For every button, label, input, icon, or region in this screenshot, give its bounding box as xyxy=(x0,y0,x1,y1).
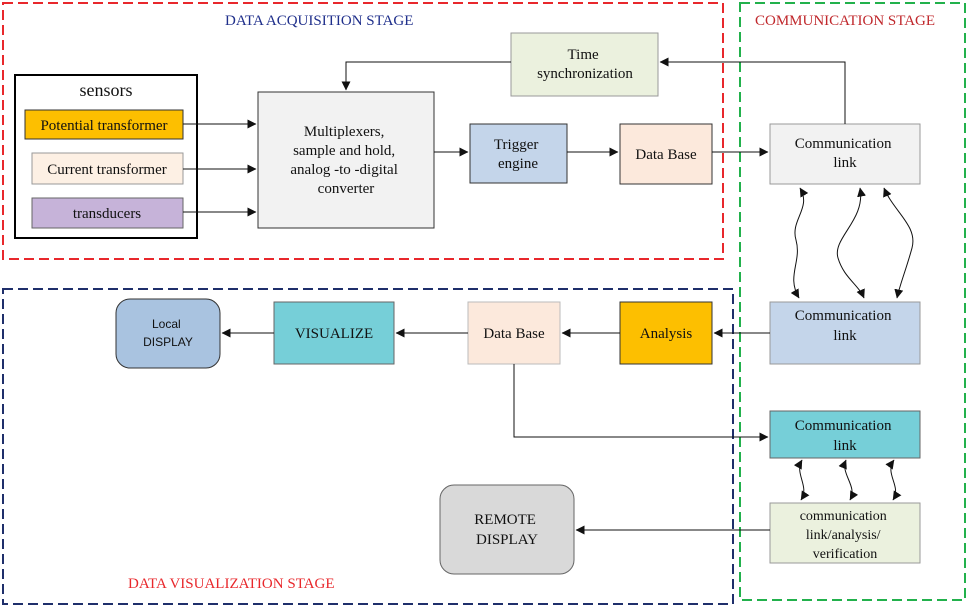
analysis-block xyxy=(619,301,713,365)
acquisition-stage-title: DATA ACQUISITION STAGE xyxy=(225,13,413,29)
local-display-block xyxy=(115,298,221,369)
transducers-box xyxy=(31,197,184,229)
time-sync-block xyxy=(510,32,659,97)
trigger-engine-line: engine xyxy=(498,156,538,172)
comm-link-mid-block xyxy=(769,301,921,365)
database-top-block xyxy=(619,123,713,185)
potential-transformer-box xyxy=(24,109,184,140)
comm-verify-line: verification xyxy=(813,547,878,562)
remote-display-label: REMOTE DISPLAY xyxy=(474,512,539,548)
wavy-link-left xyxy=(790,187,809,299)
time-sync-line: Time xyxy=(568,47,599,63)
comm-link-low-block xyxy=(769,410,921,459)
remote-display-block xyxy=(439,484,575,575)
comm-link-low-label: Communication link xyxy=(795,418,895,454)
current-transformer-label: Current transformer xyxy=(47,162,167,178)
trigger-engine-line: Trigger xyxy=(494,137,538,153)
communication-stage-title: COMMUNICATION STAGE xyxy=(755,13,935,29)
comm-link-top-line: link xyxy=(833,155,857,171)
comm-link-top-label: Communication link xyxy=(795,136,895,171)
comm-link-mid-line: Communication xyxy=(795,308,892,324)
connectors xyxy=(183,57,914,535)
wavy-link-low-left xyxy=(793,459,810,501)
visualization-stage-frame xyxy=(2,288,734,605)
multiplexer-line: Multiplexers, xyxy=(304,124,384,140)
arrow-comm-to-timesync xyxy=(659,57,846,124)
remote-display-line: REMOTE xyxy=(474,512,536,528)
wavy-link-center xyxy=(836,187,866,299)
visualize-label: VISUALIZE xyxy=(295,326,373,342)
visualize-block xyxy=(273,301,395,365)
time-sync-line: synchronization xyxy=(537,66,633,82)
comm-verify-block xyxy=(769,502,921,564)
arrow-timesync-to-mux xyxy=(341,61,511,91)
wavy-link-low-right xyxy=(885,459,902,501)
multiplexer-line: analog -to -digital xyxy=(290,162,397,178)
comm-link-top-line: Communication xyxy=(795,136,892,152)
comm-link-mid-label: Communication link xyxy=(795,308,895,344)
acquisition-stage-frame xyxy=(2,2,724,260)
wavy-link-right xyxy=(883,187,914,299)
trigger-engine-label: Trigger engine xyxy=(494,137,542,172)
comm-link-low-line: Communication xyxy=(795,418,892,434)
multiplexer-block xyxy=(257,91,435,229)
comm-verify-line: communication xyxy=(800,509,887,524)
local-display-line: Local xyxy=(152,317,181,331)
remote-display-line: DISPLAY xyxy=(476,532,538,548)
comm-verify-label: communication link/analysis/ verificatio… xyxy=(800,509,891,562)
sensors-title: sensors xyxy=(80,80,133,100)
comm-link-top-block xyxy=(769,123,921,185)
comm-link-mid-line: link xyxy=(833,328,857,344)
arrow-database-to-commlow xyxy=(513,364,769,442)
local-display-label: Local DISPLAY xyxy=(143,317,193,349)
trigger-engine-block xyxy=(469,123,568,184)
transducers-label: transducers xyxy=(73,206,141,222)
local-display-line: DISPLAY xyxy=(143,335,193,349)
multiplexer-label: Multiplexers, sample and hold, analog -t… xyxy=(290,124,401,197)
communication-stage-frame xyxy=(739,2,966,601)
database-mid-block xyxy=(467,301,561,365)
comm-link-low-line: link xyxy=(833,438,857,454)
analysis-label: Analysis xyxy=(640,326,693,342)
potential-transformer-label: Potential transformer xyxy=(40,118,167,134)
visualization-stage-title: DATA VISUALIZATION STAGE xyxy=(128,576,334,592)
database-mid-label: Data Base xyxy=(483,326,545,342)
time-sync-label: Time synchronization xyxy=(537,47,633,82)
database-top-label: Data Base xyxy=(635,147,697,163)
wavy-link-low-center xyxy=(838,459,859,501)
current-transformer-box xyxy=(31,152,184,185)
multiplexer-line: converter xyxy=(318,181,375,197)
multiplexer-line: sample and hold, xyxy=(293,143,395,159)
comm-verify-line: link/analysis/ xyxy=(806,528,881,543)
